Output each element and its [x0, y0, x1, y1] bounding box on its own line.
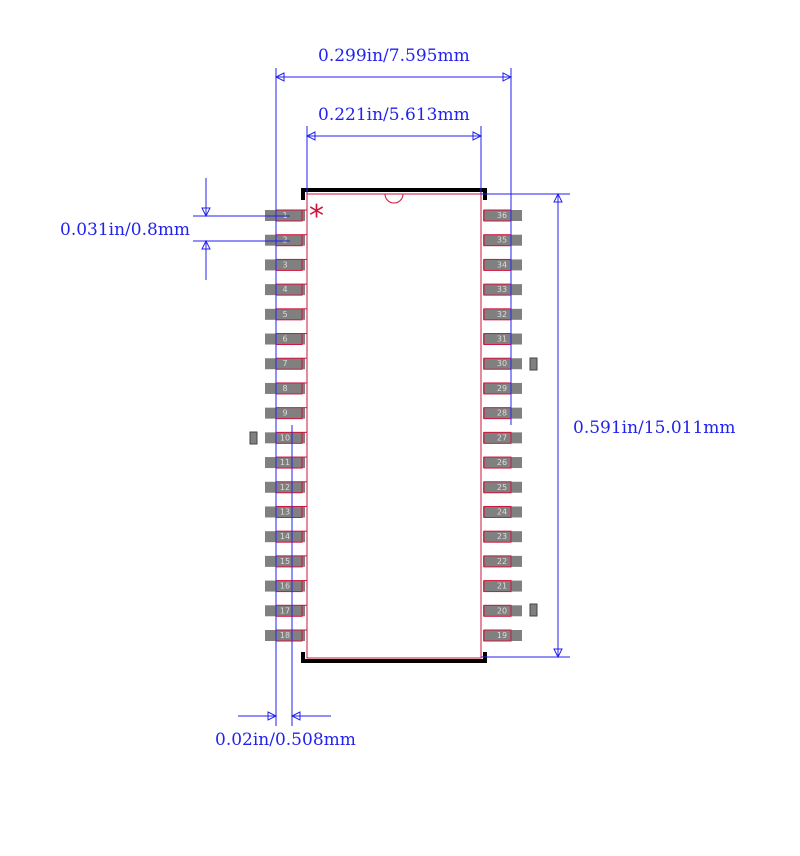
pad-outline [483, 456, 512, 469]
pitch-label: 0.031in/0.8mm [60, 220, 190, 240]
pin-label: 28 [497, 409, 507, 418]
length-label: 0.591in/15.011mm [573, 418, 736, 438]
pin-label: 27 [497, 433, 507, 442]
pin-label: 22 [497, 557, 507, 566]
pin-label: 10 [280, 433, 290, 442]
pin-label: 13 [280, 507, 290, 516]
pin1-notch [384, 193, 404, 204]
pad [265, 432, 305, 444]
pad-outline [483, 555, 512, 568]
pin-label: 16 [280, 582, 290, 591]
pad [483, 284, 522, 296]
pad [483, 333, 522, 345]
pad-outline [483, 580, 512, 593]
pad [265, 234, 305, 246]
pad [483, 407, 522, 419]
pad [265, 481, 305, 493]
pad [483, 234, 522, 246]
pad [483, 630, 522, 641]
pin-label: 7 [282, 359, 287, 368]
pin-label: 9 [282, 409, 287, 418]
pad-outline [483, 604, 512, 617]
pin-label: 20 [497, 606, 507, 615]
pad [483, 457, 522, 469]
pad [483, 210, 522, 221]
pin-label: 21 [497, 582, 507, 591]
pin-label: 26 [497, 458, 507, 467]
pad [265, 407, 305, 419]
pad [483, 531, 522, 543]
pin-label: 29 [497, 384, 507, 393]
pad-outline [483, 505, 512, 518]
pad [265, 333, 305, 345]
pad [265, 284, 305, 296]
pin-label: 12 [280, 483, 290, 492]
pad [265, 506, 305, 518]
pin-label: 30 [497, 359, 507, 368]
pin-label: 3 [282, 260, 287, 269]
pad-width-label: 0.02in/0.508mm [215, 730, 356, 750]
pad [483, 358, 522, 370]
dimension-arrows [201, 72, 563, 721]
pad [265, 308, 305, 320]
pin-label: 33 [497, 285, 507, 294]
pin-label: 11 [280, 458, 290, 467]
pin-label: 32 [497, 310, 507, 319]
pin-label: 31 [497, 335, 507, 344]
silk-top [301, 188, 487, 200]
fiducial [529, 357, 538, 371]
pin-label: 17 [280, 606, 290, 615]
overall-width-label: 0.299in/7.595mm [318, 46, 470, 66]
pin-label: 23 [497, 532, 507, 541]
pad [483, 432, 522, 444]
pad-outline [483, 481, 512, 494]
pad [265, 457, 305, 469]
pad [483, 259, 522, 271]
pad [265, 580, 305, 592]
pad [265, 605, 305, 617]
silk-bottom [301, 652, 487, 663]
fiducial [529, 603, 538, 617]
pin-label: 8 [282, 384, 287, 393]
pin1-marker: * [309, 199, 324, 234]
pin-label: 25 [497, 483, 507, 492]
pad [483, 555, 522, 567]
pin-label: 5 [282, 310, 287, 319]
pin-label: 6 [282, 335, 287, 344]
body-outline [306, 193, 482, 659]
pad-outline [483, 431, 512, 444]
pad [265, 259, 305, 271]
pin-label: 34 [497, 260, 507, 269]
pin-label: 18 [280, 631, 290, 640]
fiducial [249, 431, 258, 445]
pad [483, 605, 522, 617]
pin-label: 2 [282, 236, 287, 245]
pad-outline [483, 530, 512, 543]
pad [265, 382, 305, 394]
pin-label: 35 [497, 236, 507, 245]
dimension-lines [193, 68, 570, 726]
pin-label: 36 [497, 211, 507, 220]
pin-label: 4 [282, 285, 287, 294]
pad [483, 481, 522, 493]
pad [483, 382, 522, 394]
pad [265, 531, 305, 543]
pad [483, 506, 522, 518]
pad-outline [483, 629, 512, 642]
pad [265, 630, 305, 641]
pin-label: 14 [280, 532, 290, 541]
pin-label: 24 [497, 507, 507, 516]
pad [265, 358, 305, 370]
pad [483, 308, 522, 320]
body-width-label: 0.221in/5.613mm [318, 105, 470, 125]
pad [265, 555, 305, 567]
pin-label: 19 [497, 631, 507, 640]
pad [483, 580, 522, 592]
pin-label: 15 [280, 557, 290, 566]
